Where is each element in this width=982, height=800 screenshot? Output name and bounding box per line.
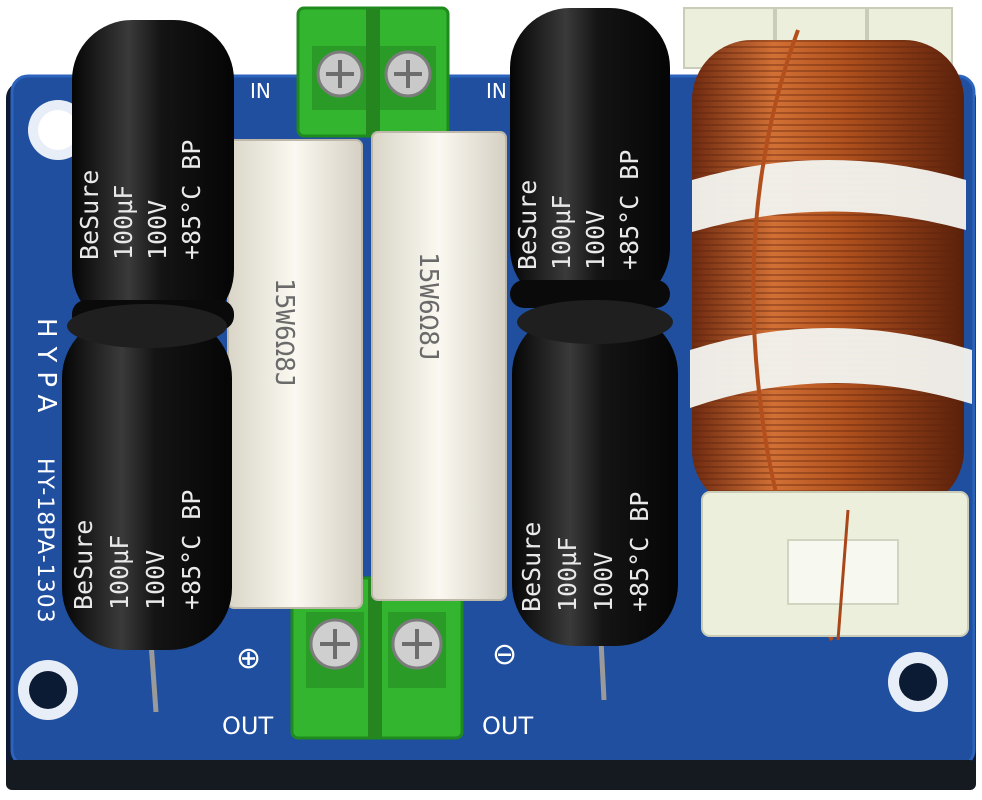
silkscreen-in-left: IN: [250, 79, 271, 103]
silkscreen-model: HY-18PA-1303: [32, 458, 57, 624]
silkscreen-polarity-plus: ⊕: [236, 641, 261, 676]
silkscreen-in-right: IN: [486, 79, 507, 103]
screw-icon: [391, 618, 443, 670]
output-terminal-block: [290, 576, 464, 740]
capacitor-bottom-right: BeSure 100µF 100V +85°C BP: [512, 300, 678, 646]
mounting-hole-bottom-right: [888, 652, 948, 712]
resistor-marking: 15W6Ω8J: [413, 252, 443, 362]
capacitor-voltage: 100V: [143, 200, 172, 260]
resistor-right: 15W6Ω8J: [371, 131, 507, 601]
capacitor-capacitance: 100µF: [105, 535, 134, 610]
capacitor-bottom-left: BeSure 100µF 100V +85°C BP: [62, 304, 232, 650]
capacitor-brand: BeSure: [69, 520, 98, 610]
capacitor-capacitance: 100µF: [553, 537, 582, 612]
capacitor-spec: +85°C BP: [177, 140, 206, 260]
capacitor-capacitance: 100µF: [109, 185, 138, 260]
capacitor-spec: +85°C BP: [625, 492, 654, 612]
capacitor-voltage: 100V: [589, 552, 618, 612]
capacitor-capacitance: 100µF: [547, 195, 576, 270]
resistor-marking: 15W6Ω8J: [269, 278, 299, 388]
capacitor-voltage: 100V: [581, 210, 610, 270]
mounting-hole-bottom-left: [18, 660, 78, 720]
silkscreen-brand: HYPA: [31, 318, 61, 421]
capacitor-spec: +85°C BP: [177, 490, 206, 610]
screw-icon: [316, 50, 364, 98]
capacitor-spec: +85°C BP: [615, 150, 644, 270]
capacitor-top-right: BeSure 100µF 100V +85°C BP: [510, 8, 670, 308]
silkscreen-out-right: OUT: [482, 712, 533, 740]
screw-icon: [384, 50, 432, 98]
silkscreen-polarity-minus: ⊖: [492, 637, 517, 672]
silkscreen-out-left: OUT: [222, 712, 273, 740]
capacitor-top-left: BeSure 100µF 100V +85°C BP: [72, 20, 234, 330]
capacitor-voltage: 100V: [141, 550, 170, 610]
capacitor-brand: BeSure: [513, 180, 542, 270]
capacitor-brand: BeSure: [75, 170, 104, 260]
capacitor-brand: BeSure: [517, 522, 546, 612]
input-terminal-block: [296, 6, 450, 138]
screw-icon: [309, 618, 361, 670]
coil-wire-lead: [836, 509, 850, 641]
inductor-coil: [683, 7, 972, 641]
resistor-left: 15W6Ω8J: [227, 139, 363, 609]
